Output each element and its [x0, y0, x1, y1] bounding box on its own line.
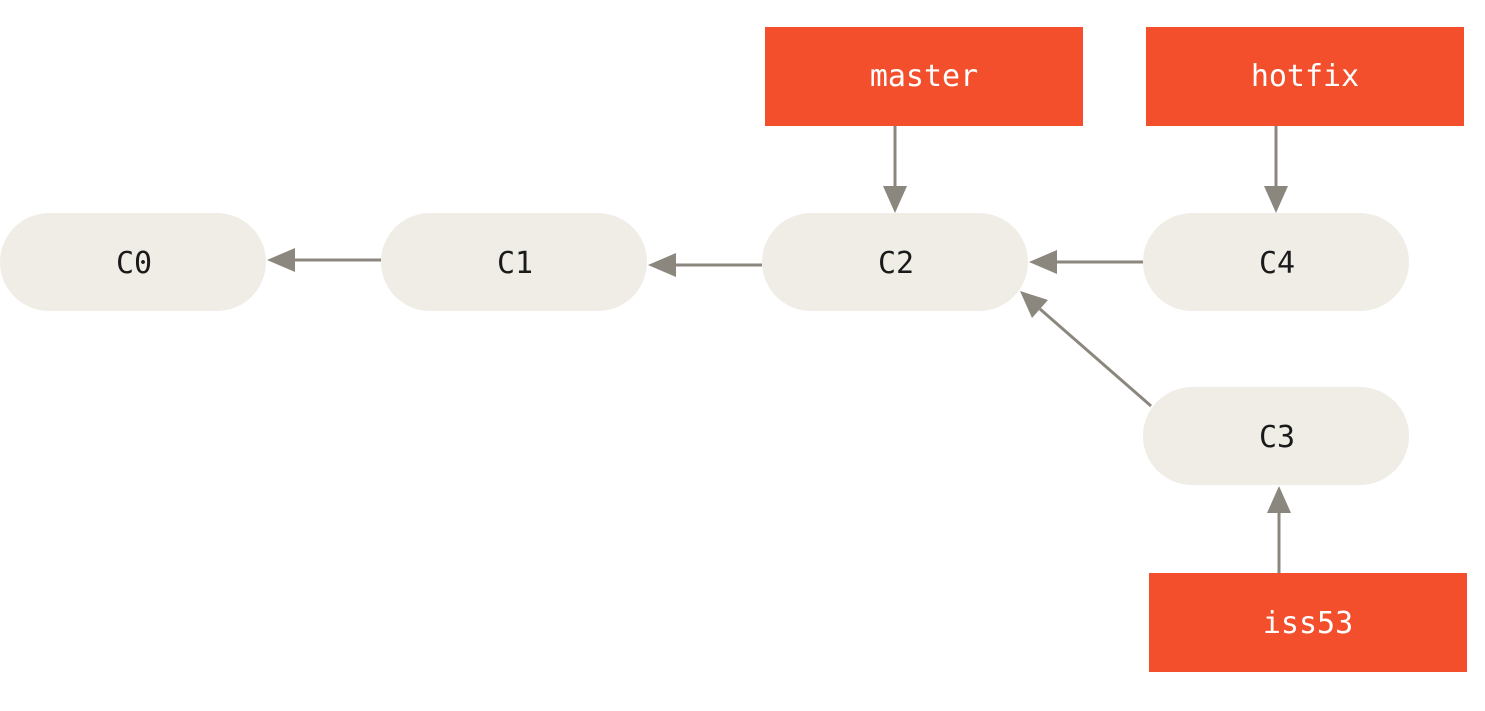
- commit-c3: C3: [1143, 387, 1409, 485]
- arrowhead-c3-to-c2: [1020, 291, 1048, 318]
- branch-pointers: [883, 126, 1291, 573]
- arrowhead-master-to-c2: [883, 186, 907, 213]
- branch-iss53-label: iss53: [1263, 606, 1353, 641]
- branch-hotfix: hotfix: [1146, 27, 1464, 126]
- commit-c1-label: C1: [497, 246, 533, 281]
- commit-c3-pill: [1143, 387, 1409, 485]
- commit-c3-label: C3: [1259, 420, 1295, 455]
- branch-master-label: master: [870, 59, 978, 94]
- commit-c2-label: C2: [878, 246, 914, 281]
- branch-master: master: [765, 27, 1083, 126]
- branch-master-box: [765, 27, 1083, 126]
- commit-c2-pill: [762, 213, 1028, 311]
- arrow-c3-to-c2: [1039, 307, 1152, 408]
- arrowhead-iss53-to-c3: [1267, 486, 1291, 513]
- commit-nodes: C0 C1 C2 C4 C3: [0, 213, 1409, 485]
- arrowhead-c2-to-c1: [648, 253, 676, 277]
- commit-c0: C0: [0, 213, 266, 311]
- branch-iss53-box: [1149, 573, 1467, 672]
- arrowhead-c4-to-c2: [1029, 250, 1057, 274]
- commit-c4-label: C4: [1259, 246, 1295, 281]
- arrowhead-c1-to-c0: [267, 248, 295, 272]
- commit-c0-pill: [0, 213, 266, 311]
- branch-hotfix-box: [1146, 27, 1464, 126]
- branch-hotfix-label: hotfix: [1251, 59, 1359, 94]
- commit-c2: C2: [762, 213, 1028, 311]
- commit-c4-pill: [1143, 213, 1409, 311]
- branch-labels: master hotfix iss53: [765, 27, 1467, 672]
- parent-links: [267, 248, 1152, 408]
- commit-c1: C1: [381, 213, 647, 311]
- commit-c4: C4: [1143, 213, 1409, 311]
- commit-c0-label: C0: [116, 246, 152, 281]
- commit-c1-pill: [381, 213, 647, 311]
- branch-iss53: iss53: [1149, 573, 1467, 672]
- arrowhead-hotfix-to-c4: [1264, 186, 1288, 213]
